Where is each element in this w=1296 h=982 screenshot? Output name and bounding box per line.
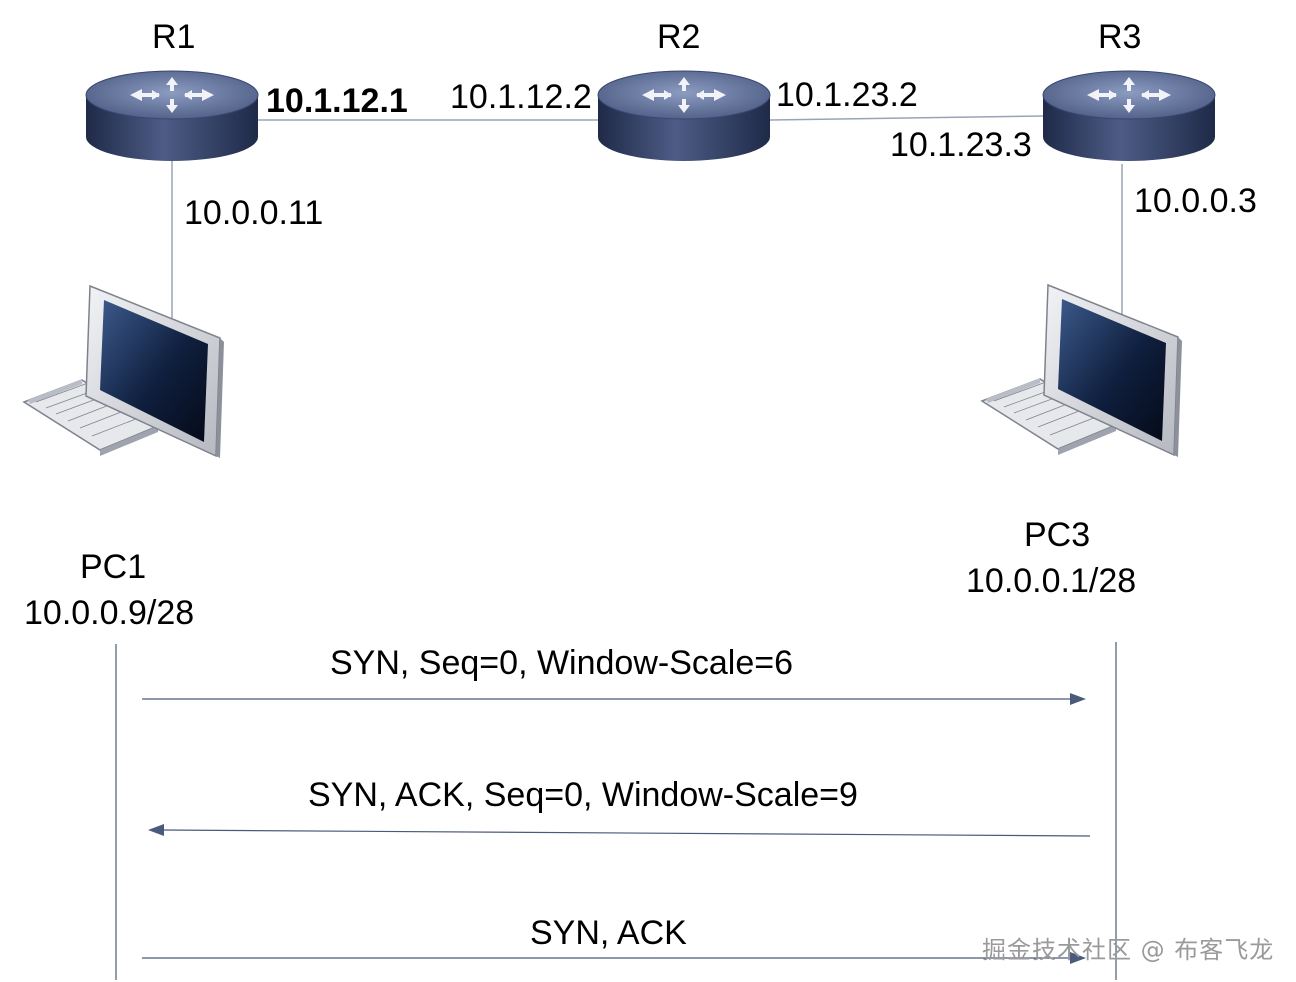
message-arrow-1 [142,693,1086,705]
pc1-name: PC1 [80,548,147,586]
router-r1-icon [85,70,259,162]
router-r1-label: R1 [152,18,196,56]
router-r3-label: R3 [1098,18,1142,56]
r1-pc1-interface-ip: 10.0.0.11 [184,194,324,232]
pc1-address: 10.0.0.9/28 [24,594,195,632]
router-r3-icon [1042,70,1216,162]
r3-pc3-interface-ip: 10.0.0.3 [1134,182,1257,220]
message-arrow-2 [148,824,1091,837]
message-arrow-3 [142,952,1086,964]
watermark: 掘金技术社区 @ 布客飞龙 [982,936,1275,964]
r3-r2-interface-ip: 10.1.23.3 [890,126,1032,164]
message-label-1: SYN, Seq=0, Window-Scale=6 [330,644,794,682]
pc3-address: 10.0.0.1/28 [966,562,1137,600]
pc1-computer-icon [23,285,225,459]
r2-r3-interface-ip: 10.1.23.2 [776,76,918,114]
message-label-3: SYN, ACK [530,914,687,952]
router-r2-label: R2 [657,18,701,56]
message-label-2: SYN, ACK, Seq=0, Window-Scale=9 [308,776,858,814]
router-r2-icon [597,70,771,162]
r2-r1-interface-ip: 10.1.12.2 [450,78,592,116]
pc3-name: PC3 [1024,516,1091,554]
link-r2-r3 [769,115,1045,121]
r1-r2-interface-ip: 10.1.12.1 [266,82,408,120]
pc3-computer-icon [981,284,1183,458]
